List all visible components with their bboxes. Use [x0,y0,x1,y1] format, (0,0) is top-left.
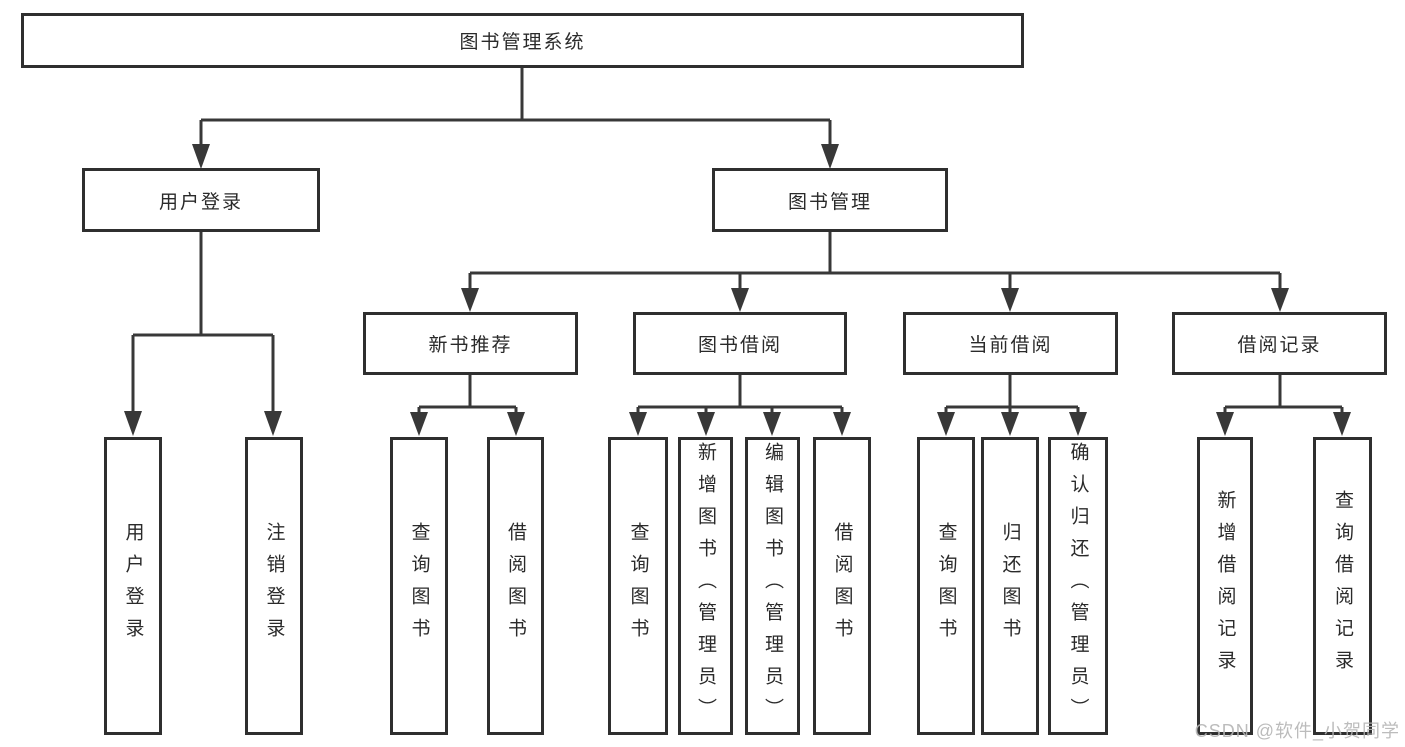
arrowhead [731,288,749,312]
node-label: 图书管理系统 [459,32,586,53]
arrowhead [821,144,839,169]
node-label: 编辑图书（管理员） [762,442,783,730]
leaf-query-borrow-record: 查询借阅记录 [1313,437,1372,735]
leaf-logout: 注销登录 [245,437,303,735]
arrowhead [192,144,210,169]
node-library-management-system: 图书管理系统 [21,13,1024,68]
node-label: 图书借阅 [697,335,782,356]
node-label: 确认归还（管理员） [1067,442,1089,730]
leaf-edit-books-admin: 编辑图书（管理员） [745,437,800,735]
leaf-confirm-return-admin: 确认归还（管理员） [1048,437,1108,735]
node-label: 用户登录 [158,191,243,213]
node-label: 查询借阅记录 [1332,490,1353,682]
node-label: 新书推荐 [428,335,513,356]
arrowhead [124,411,142,436]
arrowhead [507,412,525,436]
leaf-return-books: 归还图书 [981,437,1039,735]
node-label: 注销登录 [263,522,285,650]
arrowhead [1333,412,1351,436]
arrowhead [264,411,282,436]
node-label: 查询图书 [408,522,430,650]
arrowhead [833,412,851,436]
leaf-borrow-books: 借阅图书 [813,437,871,735]
arrowhead [461,288,479,312]
leaf-query-books: 查询图书 [917,437,975,735]
arrowhead [937,412,955,436]
arrowhead [629,412,647,436]
node-book-borrow: 图书借阅 [633,312,847,375]
node-label: 借阅图书 [505,522,526,650]
arrowhead [1001,288,1019,312]
node-label: 借阅图书 [831,522,853,650]
arrowhead [697,412,715,436]
leaf-query-books: 查询图书 [390,437,448,735]
node-label: 用户登录 [122,522,144,650]
arrowhead [410,412,428,436]
node-label: 查询图书 [627,522,649,650]
arrowhead [1271,288,1289,312]
leaf-user-login: 用户登录 [104,437,162,735]
node-label: 当前借阅 [968,335,1053,356]
node-current-borrow: 当前借阅 [903,312,1118,375]
arrowhead [1069,412,1087,436]
node-borrow-records: 借阅记录 [1172,312,1387,375]
node-label: 借阅记录 [1237,335,1322,356]
node-label: 查询图书 [935,522,957,650]
leaf-borrow-books: 借阅图书 [487,437,544,735]
watermark-text: CSDN @软件_小贺同学 [1194,721,1400,741]
leaf-add-books-admin: 新增图书（管理员） [678,437,733,735]
arrowhead [763,412,781,436]
node-label: 图书管理 [787,191,872,213]
node-book-management: 图书管理 [712,168,948,232]
node-label: 新增借阅记录 [1214,490,1236,682]
arrowhead [1001,412,1019,436]
arrowhead [1216,412,1234,436]
node-user-login: 用户登录 [82,168,320,232]
leaf-query-books: 查询图书 [608,437,668,735]
leaf-add-borrow-record: 新增借阅记录 [1197,437,1253,735]
node-new-book-recommend: 新书推荐 [363,312,578,375]
node-label: 归还图书 [999,522,1021,650]
node-label: 新增图书（管理员） [695,442,716,730]
